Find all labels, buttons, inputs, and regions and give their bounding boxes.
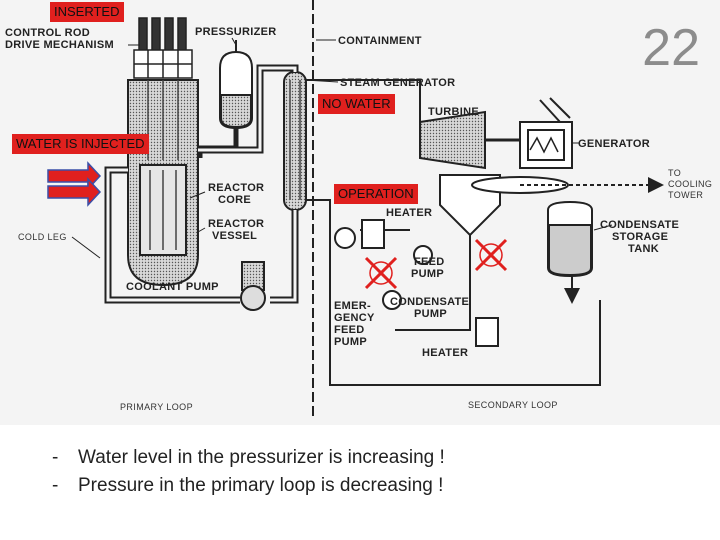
label-primary-loop: PRIMARY LOOP <box>120 402 193 412</box>
label-condensate-storage-3: TANK <box>628 243 659 255</box>
pump-failure-marks <box>364 238 508 290</box>
label-condensate-storage-2: STORAGE <box>612 231 668 243</box>
label-leaders <box>71 37 613 259</box>
injection-arrows <box>47 161 102 207</box>
overlay-inserted: INSERTED <box>50 2 124 22</box>
bullet-item: -Pressure in the primary loop is decreas… <box>52 472 672 500</box>
label-condensate-storage-1: CONDENSATE <box>600 219 679 231</box>
overlay-operation: OPERATION <box>334 184 418 204</box>
coolant-pump <box>240 261 266 311</box>
label-emergency-1: EMER- <box>334 300 371 312</box>
label-steam-generator: STEAM GENERATOR <box>340 77 455 89</box>
label-emergency-3: FEED <box>334 324 365 336</box>
label-control-rod: CONTROL ROD <box>5 27 90 39</box>
label-cold-leg: COLD LEG <box>18 232 67 242</box>
label-generator: GENERATOR <box>578 138 650 150</box>
label-drive-mechanism: DRIVE MECHANISM <box>5 39 114 51</box>
bullet-item: -Water level in the pressurizer is incre… <box>52 444 672 472</box>
label-condensate-pump-1: CONDENSATE <box>390 296 469 308</box>
label-feed-pump-1: FEED <box>414 256 445 268</box>
label-cooling: COOLING <box>668 179 712 189</box>
overlay-no-water: NO WATER <box>318 94 395 114</box>
bullet-list: -Water level in the pressurizer is incre… <box>52 444 672 500</box>
label-cooling-to: TO <box>668 168 681 178</box>
control-rod-drive <box>133 17 193 79</box>
label-emergency-2: GENCY <box>334 312 375 324</box>
label-coolant-pump: COOLANT PUMP <box>126 281 219 293</box>
label-secondary-loop: SECONDARY LOOP <box>468 400 558 410</box>
label-condensate-pump-2: PUMP <box>414 308 447 320</box>
label-feed-pump-2: PUMP <box>411 268 444 280</box>
label-emergency-4: PUMP <box>334 336 367 348</box>
overlay-water-injected: WATER IS INJECTED <box>12 134 149 154</box>
label-containment: CONTAINMENT <box>338 35 422 47</box>
condensate-storage-tank <box>547 200 593 304</box>
bullet-text: Pressure in the primary loop is decreasi… <box>78 475 444 496</box>
label-reactor-core-2: CORE <box>218 194 251 206</box>
label-turbine: TURBINE <box>428 106 479 118</box>
steam-generator <box>283 71 307 211</box>
reactor-vessel <box>127 79 199 287</box>
label-heater-bottom: HEATER <box>422 347 468 359</box>
label-reactor-vessel-1: REACTOR <box>208 218 264 230</box>
bullet-dash: - <box>52 447 59 468</box>
label-reactor-core-1: REACTOR <box>208 182 264 194</box>
label-heater-top: HEATER <box>386 207 432 219</box>
condenser <box>439 174 664 237</box>
generator <box>519 97 573 169</box>
turbine <box>419 110 520 170</box>
slide-number: 22 <box>642 19 700 77</box>
pwr-schematic: CONTROL ROD DRIVE MECHANISM PRESSURIZER … <box>0 0 720 425</box>
label-pressurizer: PRESSURIZER <box>195 26 277 38</box>
bullet-dash: - <box>52 475 59 496</box>
bullet-text: Water level in the pressurizer is increa… <box>78 447 445 468</box>
feedwater-equipment <box>334 219 499 347</box>
label-reactor-vessel-2: VESSEL <box>212 230 257 242</box>
label-tower: TOWER <box>668 190 703 200</box>
